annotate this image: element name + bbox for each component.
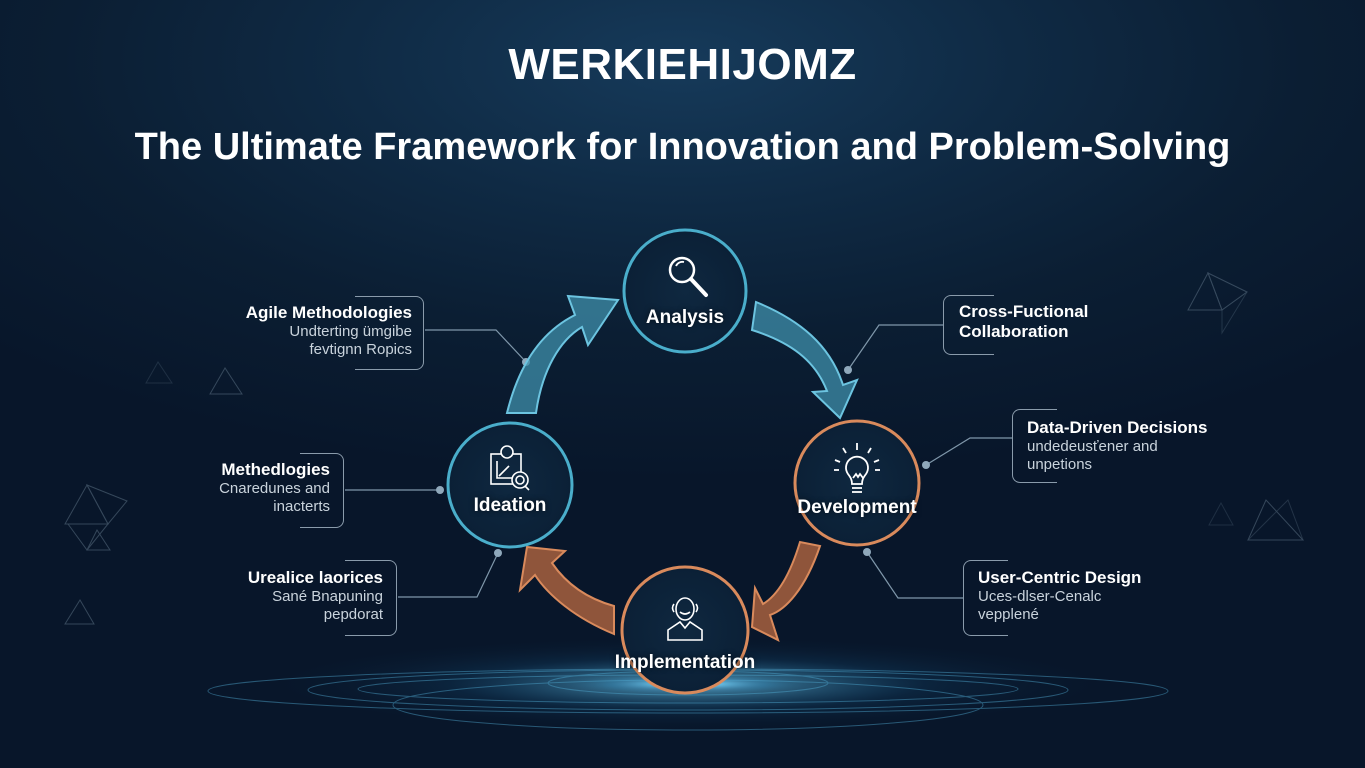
- note-bracket: [345, 560, 397, 636]
- node-label-development: Development: [797, 497, 917, 518]
- note-bracket: [963, 560, 1008, 636]
- magnifier-icon: [668, 256, 708, 297]
- arrow-implementation-to-ideation: [518, 545, 615, 636]
- node-development[interactable]: [793, 419, 921, 547]
- note-title: Urealice laorices: [247, 568, 383, 587]
- page-subtitle: The Ultimate Framework for Innovation an…: [134, 126, 1231, 168]
- note-cross-functional: Cross-Fuctional Collaboration: [959, 302, 1159, 342]
- note-title: Methedlogies: [221, 460, 330, 479]
- node-analysis[interactable]: [622, 228, 748, 354]
- node-label-analysis: Analysis: [645, 307, 725, 328]
- note-urealice-laorices: Urealice laorices Sané Bnapuning pepdora…: [200, 568, 383, 624]
- note-bracket: [355, 296, 424, 370]
- page-title: WERKIEHIJOMZ: [508, 40, 857, 89]
- note-user-centric-design: User-Centric Design Uces-dlser-Cenalc ve…: [978, 568, 1178, 624]
- person-icon: [667, 597, 703, 641]
- node-implementation[interactable]: [620, 565, 750, 695]
- note-title: Data-Driven Decisions: [1027, 418, 1208, 437]
- note-line: unpetions: [1027, 456, 1093, 473]
- note-line: Cnaredunes and: [219, 480, 330, 497]
- note-data-driven-decisions: Data-Driven Decisions undedeusťener and …: [1027, 418, 1227, 474]
- node-label-implementation: Implementation: [614, 652, 756, 673]
- note-line: undedeusťener and: [1027, 438, 1158, 455]
- note-bracket: [943, 295, 994, 355]
- lightbulb-icon: [834, 443, 880, 493]
- note-bracket: [300, 453, 344, 528]
- arrow-ideation-to-analysis: [505, 294, 620, 414]
- note-title-line2: Collaboration: [959, 322, 1069, 341]
- note-bracket: [1012, 409, 1057, 483]
- connector-lines: [345, 324, 1012, 599]
- note-line: pepdorat: [323, 606, 383, 623]
- arrow-analysis-to-development: [750, 300, 859, 420]
- note-line: Sané Bnapuning: [272, 588, 383, 605]
- note-line: Uces-dlser-Cenalc: [978, 588, 1102, 605]
- note-line: vepplené: [978, 606, 1039, 623]
- note-line: fevtignn Ropics: [309, 341, 412, 358]
- board-search-icon: [490, 445, 530, 491]
- note-title: Cross-Fuctional: [959, 302, 1089, 321]
- node-ideation[interactable]: [446, 421, 574, 549]
- note-agile-methodologies: Agile Methodologies Undterting ümgibe fe…: [200, 303, 412, 359]
- note-line: inacterts: [273, 498, 330, 515]
- note-title: Agile Methodologies: [245, 303, 412, 322]
- arrow-development-to-implementation: [750, 540, 822, 642]
- note-title: User-Centric Design: [978, 568, 1142, 587]
- note-line: Undterting ümgibe: [289, 323, 412, 340]
- decorative-triangles: [64, 271, 1305, 625]
- node-label-ideation: Ideation: [473, 495, 547, 516]
- note-methodologies: Methedlogies Cnaredunes and inacterts: [190, 460, 330, 516]
